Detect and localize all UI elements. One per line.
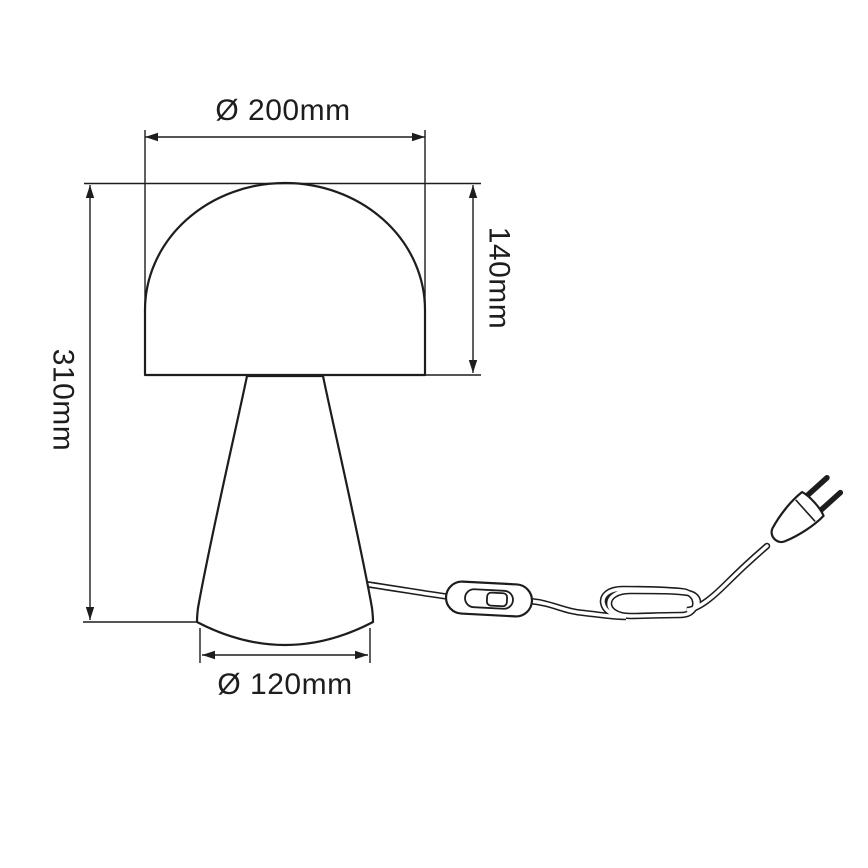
arrowhead-left-icon — [145, 132, 158, 142]
arrowhead-down-icon — [85, 607, 95, 620]
lamp-shade — [143, 181, 427, 377]
shade-height-label: 140mm — [483, 227, 516, 330]
dim-shade-diameter: Ø 200mm — [144, 94, 426, 312]
arrowhead-right-icon — [412, 132, 425, 142]
arrowhead-down-icon — [468, 360, 478, 373]
plug-face-line — [795, 499, 816, 522]
arrowhead-up-icon — [85, 185, 95, 198]
total-height-label: 310mm — [47, 349, 80, 452]
dim-shade-height: 140mm — [84, 182, 516, 376]
arrowhead-left-icon — [202, 650, 215, 660]
switch-rocker — [485, 591, 509, 608]
inline-switch — [444, 580, 534, 618]
dim-base-diameter: Ø 120mm — [199, 628, 371, 701]
lamp-base — [195, 374, 375, 647]
power-plug — [770, 475, 844, 544]
arrowhead-up-icon — [468, 185, 478, 198]
dim-total-height: 310mm — [47, 185, 196, 623]
plug-body — [770, 490, 825, 544]
base-diameter-label: Ø 120mm — [217, 668, 352, 701]
shade-diameter-label: Ø 200mm — [215, 94, 350, 127]
arrowhead-right-icon — [355, 650, 368, 660]
power-cord — [354, 542, 771, 621]
